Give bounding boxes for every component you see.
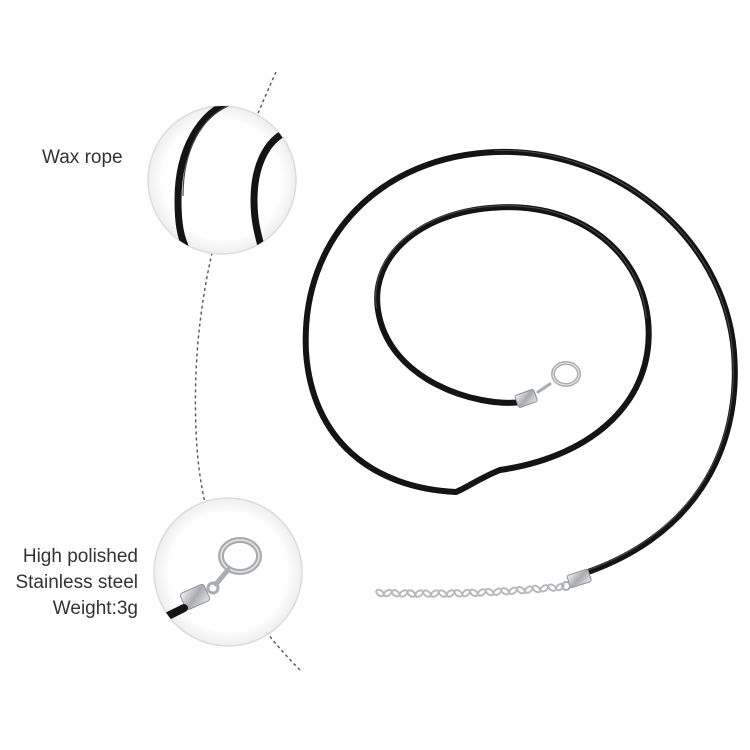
clasp-label-weight: Weight:3g bbox=[52, 598, 138, 619]
cord-outer-loop bbox=[302, 148, 738, 579]
chain-link bbox=[516, 585, 526, 595]
clasp-spec-labels: High polished Stainless steel Weight:3g bbox=[15, 544, 138, 622]
wax-rope-detail-icon bbox=[147, 105, 297, 255]
wax-rope-label: Wax rope bbox=[42, 147, 123, 168]
lobster-clasp-detail-icon bbox=[153, 497, 303, 647]
end-cap bbox=[561, 568, 592, 591]
cord-inner-loop bbox=[374, 204, 652, 473]
coiled-cord-necklace-icon bbox=[302, 148, 738, 598]
clasp-label-polished: High polished bbox=[22, 546, 138, 567]
center-clasp bbox=[514, 361, 581, 408]
chain-link bbox=[531, 584, 542, 594]
chain-link bbox=[547, 583, 557, 592]
chain-link bbox=[484, 587, 495, 597]
chain-link bbox=[375, 588, 385, 598]
clasp-label-material: Stainless steel bbox=[15, 572, 138, 593]
chain-link bbox=[500, 587, 510, 596]
extension-chain bbox=[375, 582, 565, 598]
